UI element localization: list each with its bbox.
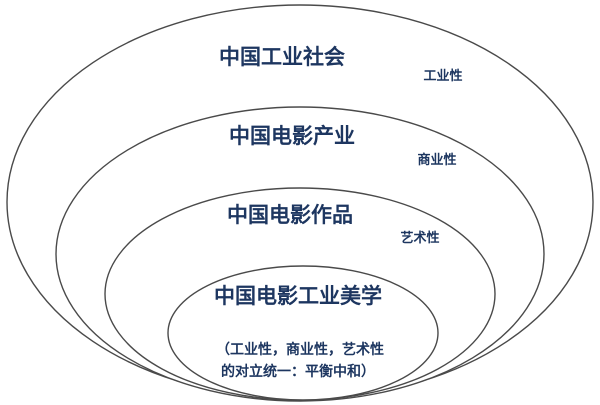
layer-film-industry-title: 中国电影产业 xyxy=(229,124,355,148)
core-note-line-1: （工业性，商业性，艺术性 xyxy=(216,341,384,358)
layer-industrial-society-title: 中国工业社会 xyxy=(219,45,345,69)
layer-industrial-society-tag: 工业性 xyxy=(423,68,462,84)
layer-film-works-title: 中国电影作品 xyxy=(227,203,353,227)
layer-film-industrial-aesthetics: 中国电影工业美学 （工业性，商业性，艺术性 的对立统一：平衡中和） xyxy=(167,265,439,401)
layer-film-industrial-aesthetics-title: 中国电影工业美学 xyxy=(214,284,382,308)
layer-film-industry-tag: 商业性 xyxy=(417,152,456,168)
core-note-line-2: 的对立统一：平衡中和） xyxy=(221,363,375,380)
layer-film-works-tag: 艺术性 xyxy=(400,230,439,246)
layer-film-industrial-aesthetics-ellipse xyxy=(167,265,439,401)
